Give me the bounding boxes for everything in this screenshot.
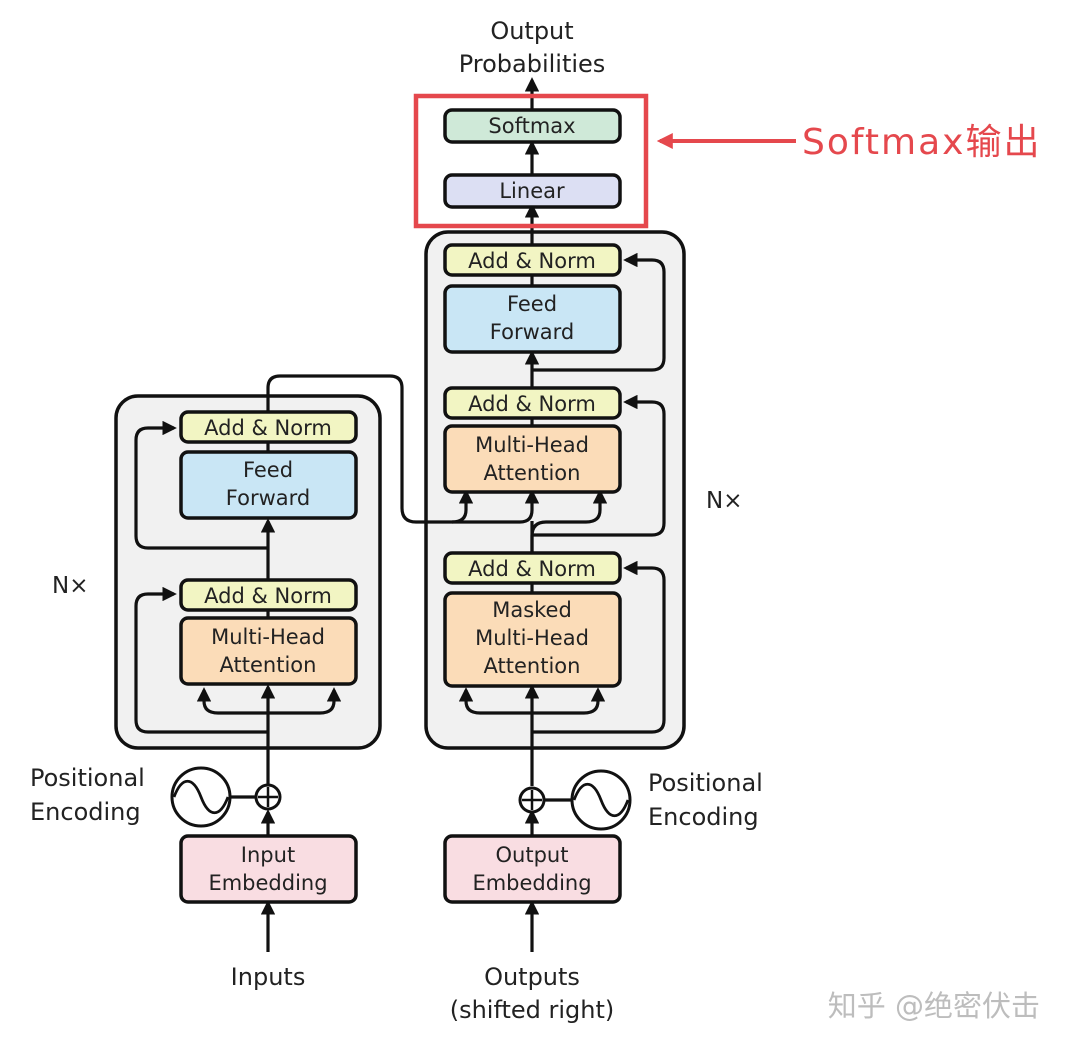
encoder-add-icon bbox=[254, 783, 282, 811]
encoder-mha-line1: Multi-Head bbox=[211, 625, 325, 649]
output-embedding-line2: Embedding bbox=[472, 871, 591, 895]
encoder-mha-line2: Attention bbox=[220, 653, 317, 677]
linear-label: Linear bbox=[499, 179, 565, 203]
decoder-mmha-line2: Multi-Head bbox=[475, 626, 589, 650]
input-embedding-line1: Input bbox=[241, 843, 295, 867]
encoder-feed-forward bbox=[179, 450, 358, 520]
encoder-ff-line2: Forward bbox=[226, 486, 310, 510]
softmax-label: Softmax bbox=[488, 114, 575, 138]
inputs-label: Inputs bbox=[231, 963, 306, 991]
decoder-add-norm-top bbox=[443, 243, 622, 277]
decoder-add-norm-mid-label: Add & Norm bbox=[468, 392, 596, 416]
output-title-line2: Probabilities bbox=[459, 50, 606, 78]
decoder-add-norm-top-label: Add & Norm bbox=[468, 249, 596, 273]
output-embedding-box bbox=[443, 834, 622, 904]
outputs-label-line2: (shifted right) bbox=[450, 996, 615, 1024]
decoder-mha-line1: Multi-Head bbox=[475, 433, 589, 457]
decoder-add-norm-mid bbox=[443, 386, 622, 420]
decoder-feed-forward bbox=[443, 284, 622, 354]
softmax-highlight-frame bbox=[413, 93, 649, 229]
annotation-label: Softmax输出 bbox=[802, 122, 1041, 163]
softmax-box bbox=[443, 108, 622, 144]
decoder-multi-head-attention bbox=[443, 424, 622, 494]
decoder-mha-line2: Attention bbox=[484, 461, 581, 485]
input-embedding-line2: Embedding bbox=[208, 871, 327, 895]
decoder-sine-wave-icon bbox=[570, 769, 632, 831]
decoder-mmha-line3: Attention bbox=[484, 654, 581, 678]
decoder-masked-attention bbox=[443, 591, 622, 688]
output-embedding-line1: Output bbox=[496, 843, 569, 867]
encoder-block bbox=[114, 394, 382, 750]
encoder-positional-line1: Positional bbox=[30, 764, 145, 792]
decoder-add-norm-bottom bbox=[443, 551, 622, 585]
encoder-add-norm-top bbox=[179, 410, 358, 444]
encoder-repeat-label: N× bbox=[52, 573, 88, 599]
decoder-ff-line1: Feed bbox=[507, 292, 557, 316]
encoder-sine-wave-icon bbox=[170, 766, 232, 828]
encoder-positional-line2: Encoding bbox=[30, 798, 141, 826]
decoder-ff-line2: Forward bbox=[490, 320, 574, 344]
decoder-add-norm-bottom-label: Add & Norm bbox=[468, 557, 596, 581]
output-title-line1: Output bbox=[490, 17, 573, 45]
encoder-add-norm-bottom bbox=[179, 578, 358, 612]
decoder-add-icon bbox=[518, 786, 546, 814]
linear-box bbox=[443, 173, 622, 209]
decoder-repeat-label: N× bbox=[706, 488, 742, 514]
decoder-mmha-line1: Masked bbox=[492, 598, 572, 622]
encoder-ff-line1: Feed bbox=[243, 458, 293, 482]
decoder-positional-line2: Encoding bbox=[648, 803, 759, 831]
encoder-add-norm-bottom-label: Add & Norm bbox=[204, 584, 332, 608]
input-embedding-box bbox=[179, 834, 358, 904]
decoder-positional-line1: Positional bbox=[648, 769, 763, 797]
watermark: 知乎 @绝密伏击 bbox=[828, 989, 1040, 1023]
outputs-label-line1: Outputs bbox=[484, 963, 580, 991]
encoder-multi-head-attention bbox=[179, 616, 358, 686]
encoder-add-norm-top-label: Add & Norm bbox=[204, 416, 332, 440]
